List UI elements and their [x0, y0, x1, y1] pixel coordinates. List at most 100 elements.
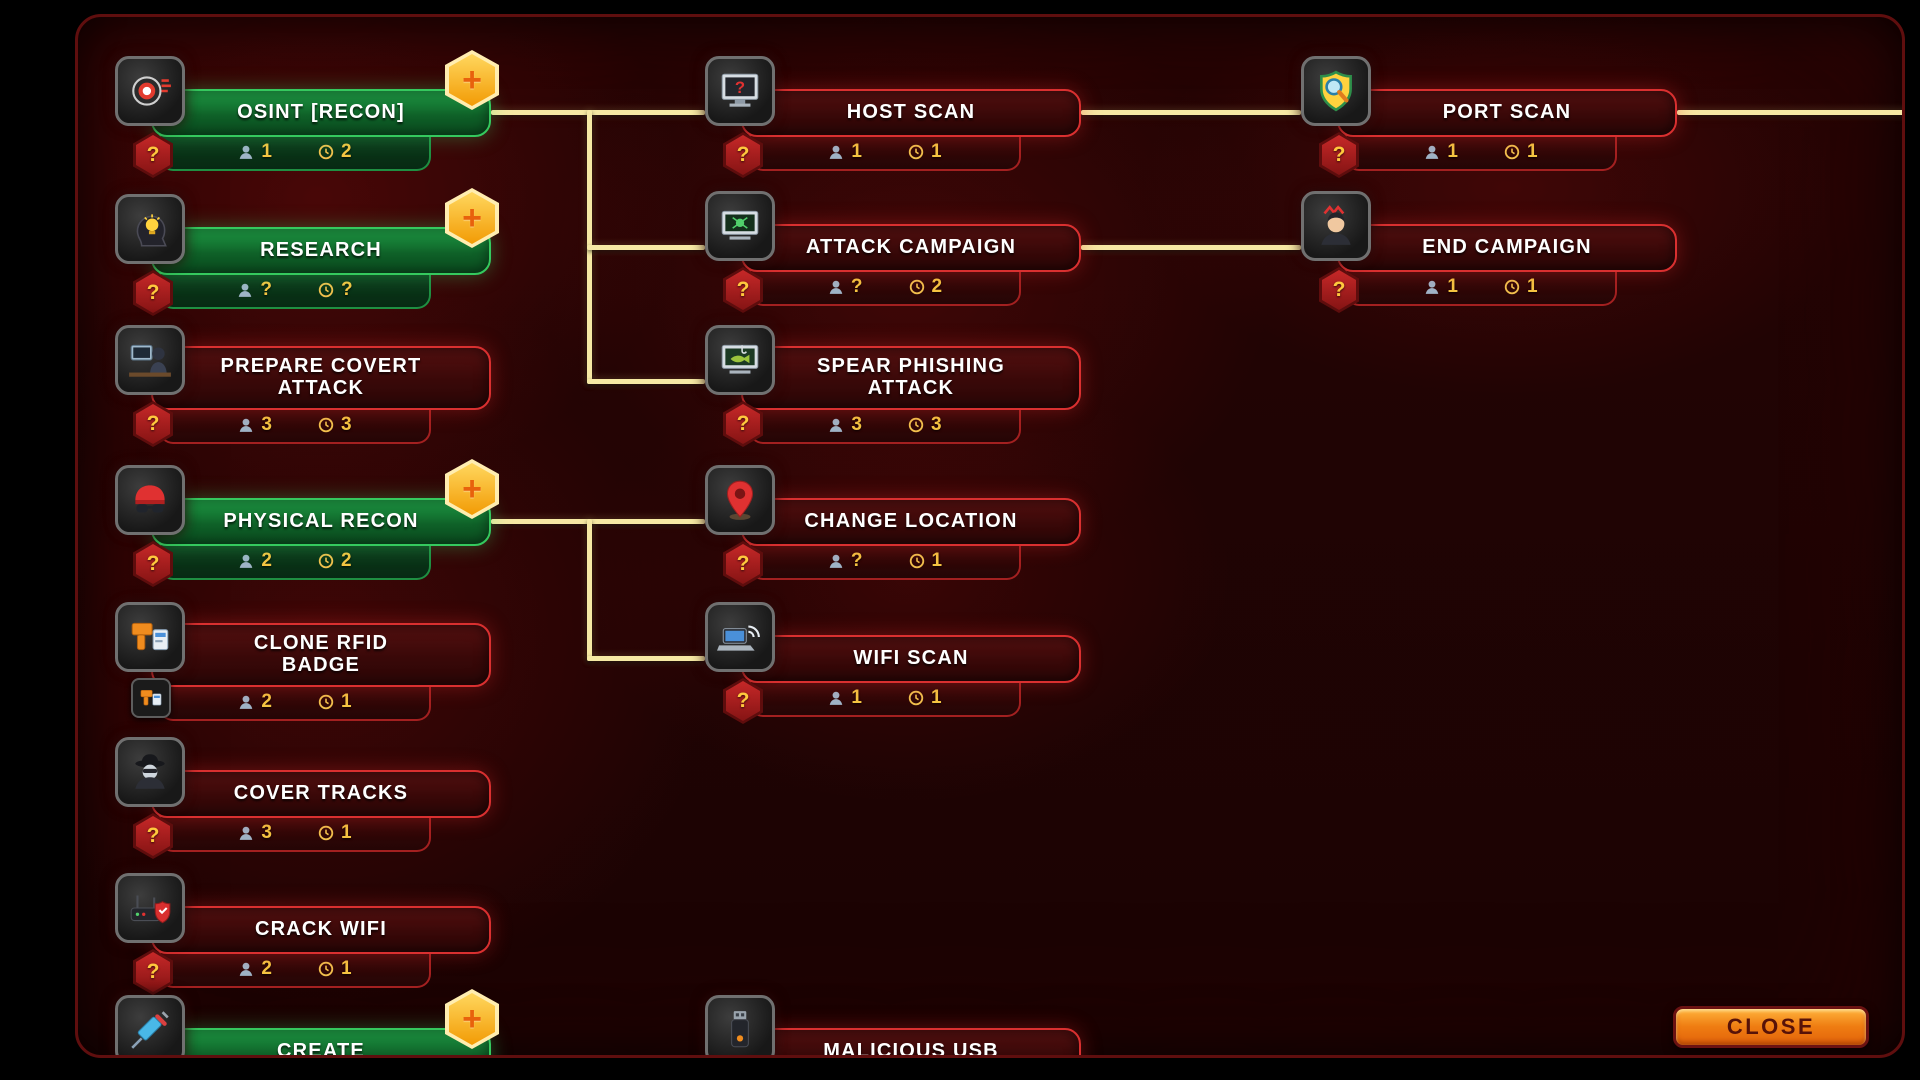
- time-count: 1: [341, 958, 352, 979]
- skill-node-research[interactable]: RESEARCH ? ? ? +: [115, 188, 535, 344]
- skill-node-create-malicious-usb[interactable]: CREATE +: [115, 989, 535, 1055]
- skill-node-clone-rfid-badge[interactable]: CLONE RFID BADGE 2 1: [115, 602, 535, 752]
- agents-count: 2: [261, 691, 272, 712]
- time-icon: [908, 690, 924, 706]
- add-upgrade-button[interactable]: +: [445, 50, 499, 110]
- agents-count: 1: [1447, 141, 1458, 162]
- time-count: 3: [341, 414, 352, 435]
- agents-count: 1: [1447, 276, 1458, 297]
- skill-node-wifi-scan[interactable]: WIFI SCAN 1 1 ?: [705, 602, 1125, 752]
- agents-icon: [830, 691, 843, 705]
- time-icon: [318, 553, 334, 569]
- node-bar: HOST SCAN: [741, 89, 1081, 137]
- time-icon: [909, 553, 924, 569]
- time-count: 1: [931, 141, 942, 162]
- agents-count: 3: [261, 414, 272, 435]
- unknown-requirement-badge: ?: [723, 267, 763, 313]
- skill-node-attack-campaign[interactable]: ATTACK CAMPAIGN ? 2 ?: [705, 191, 1125, 341]
- time-icon: [318, 961, 334, 977]
- laptop-wifi-icon: [705, 602, 775, 672]
- map-pin-icon: [705, 465, 775, 535]
- skill-link: [1081, 110, 1301, 115]
- node-stats: ? ?: [159, 273, 431, 309]
- skill-node-host-scan[interactable]: HOST SCAN 1 1 ? ?: [705, 56, 1125, 206]
- skill-node-physical-recon[interactable]: PHYSICAL RECON 2 2 ? +: [115, 459, 535, 615]
- time-count: 1: [931, 687, 942, 708]
- time-icon: [909, 279, 924, 295]
- agents-icon: [1426, 145, 1439, 159]
- unknown-requirement-badge: ?: [133, 541, 173, 587]
- time-count: 1: [341, 822, 352, 843]
- add-upgrade-button[interactable]: +: [445, 459, 499, 519]
- skill-link: [491, 519, 705, 524]
- unknown-requirement-badge: ?: [723, 132, 763, 178]
- time-icon: [318, 282, 334, 298]
- node-label: COVER TRACKS: [233, 782, 409, 805]
- agents-icon: [829, 554, 843, 568]
- node-bar: CHANGE LOCATION: [741, 498, 1081, 546]
- node-label: PREPARE COVERT ATTACK: [220, 355, 422, 399]
- time-icon: [908, 417, 924, 433]
- node-bar: COVER TRACKS: [151, 770, 491, 818]
- skill-node-end-campaign[interactable]: END CAMPAIGN 1 1 ?: [1301, 191, 1721, 341]
- node-stats: 2 1: [159, 685, 431, 721]
- monitor-question-icon: ?: [705, 56, 775, 126]
- node-stats: 1 1: [749, 135, 1021, 171]
- close-button[interactable]: CLOSE: [1673, 1006, 1869, 1048]
- svg-text:?: ?: [735, 78, 745, 97]
- node-stats: 1 2: [159, 135, 431, 171]
- rfid-tool-requirement-icon: [131, 678, 171, 718]
- node-stats: 1 1: [1345, 135, 1617, 171]
- add-upgrade-button[interactable]: +: [445, 188, 499, 248]
- skill-link: [1677, 110, 1902, 115]
- node-stats: 2 1: [159, 952, 431, 988]
- node-label: SPEAR PHISHING ATTACK: [817, 355, 1005, 399]
- skill-node-spear-phishing-attack[interactable]: SPEAR PHISHING ATTACK 3 3 ?: [705, 325, 1125, 475]
- skill-link: [587, 656, 705, 661]
- agents-icon: [240, 695, 253, 709]
- time-icon: [1504, 279, 1520, 295]
- node-stats: ? 1: [749, 544, 1021, 580]
- time-icon: [318, 825, 334, 841]
- agents-icon: [240, 418, 253, 432]
- disguise-cap-icon: [115, 465, 185, 535]
- time-icon: [908, 144, 924, 160]
- agents-count: 2: [261, 550, 272, 571]
- agents-icon: [830, 145, 843, 159]
- skill-node-crack-wifi[interactable]: CRACK WIFI 2 1 ?: [115, 873, 535, 1023]
- agents-count: 1: [851, 141, 862, 162]
- skill-node-prepare-covert-attack[interactable]: PREPARE COVERT ATTACK 3 3 ?: [115, 325, 535, 475]
- time-count: 1: [931, 550, 943, 571]
- router-shield-icon: [115, 873, 185, 943]
- node-bar: RESEARCH: [151, 227, 491, 275]
- time-icon: [318, 694, 334, 710]
- skill-node-port-scan[interactable]: PORT SCAN 1 1 ?: [1301, 56, 1721, 206]
- skill-node-cover-tracks[interactable]: COVER TRACKS 3 1 ?: [115, 737, 535, 887]
- agents-count: 1: [261, 141, 272, 162]
- time-count: ?: [341, 279, 353, 300]
- add-upgrade-button[interactable]: +: [445, 989, 499, 1049]
- node-label: WIFI SCAN: [853, 647, 969, 670]
- agents-count: 1: [851, 687, 862, 708]
- node-bar: PORT SCAN: [1337, 89, 1677, 137]
- agents-icon: [239, 283, 252, 297]
- node-bar: SPEAR PHISHING ATTACK: [741, 346, 1081, 410]
- node-label: RESEARCH: [260, 239, 382, 262]
- agents-count: ?: [850, 550, 863, 571]
- node-label: END CAMPAIGN: [1422, 236, 1592, 259]
- agents-icon: [240, 145, 253, 159]
- skill-node-osint-recon[interactable]: OSINT [RECON] 1 2 ? +: [115, 50, 535, 206]
- node-stats: ? 2: [749, 270, 1021, 306]
- unknown-requirement-badge: ?: [723, 401, 763, 447]
- node-bar: OSINT [RECON]: [151, 89, 491, 137]
- skill-node-malicious-usb[interactable]: MALICIOUS USB: [705, 995, 1125, 1055]
- agents-icon: [830, 418, 843, 432]
- time-count: 1: [1527, 276, 1538, 297]
- skill-link: [1081, 245, 1301, 250]
- skill-node-change-location[interactable]: CHANGE LOCATION ? 1 ?: [705, 465, 1125, 615]
- node-bar: MALICIOUS USB: [741, 1028, 1081, 1055]
- node-stats: 1 1: [1345, 270, 1617, 306]
- agents-count: ?: [850, 276, 863, 297]
- skill-link: [587, 519, 592, 661]
